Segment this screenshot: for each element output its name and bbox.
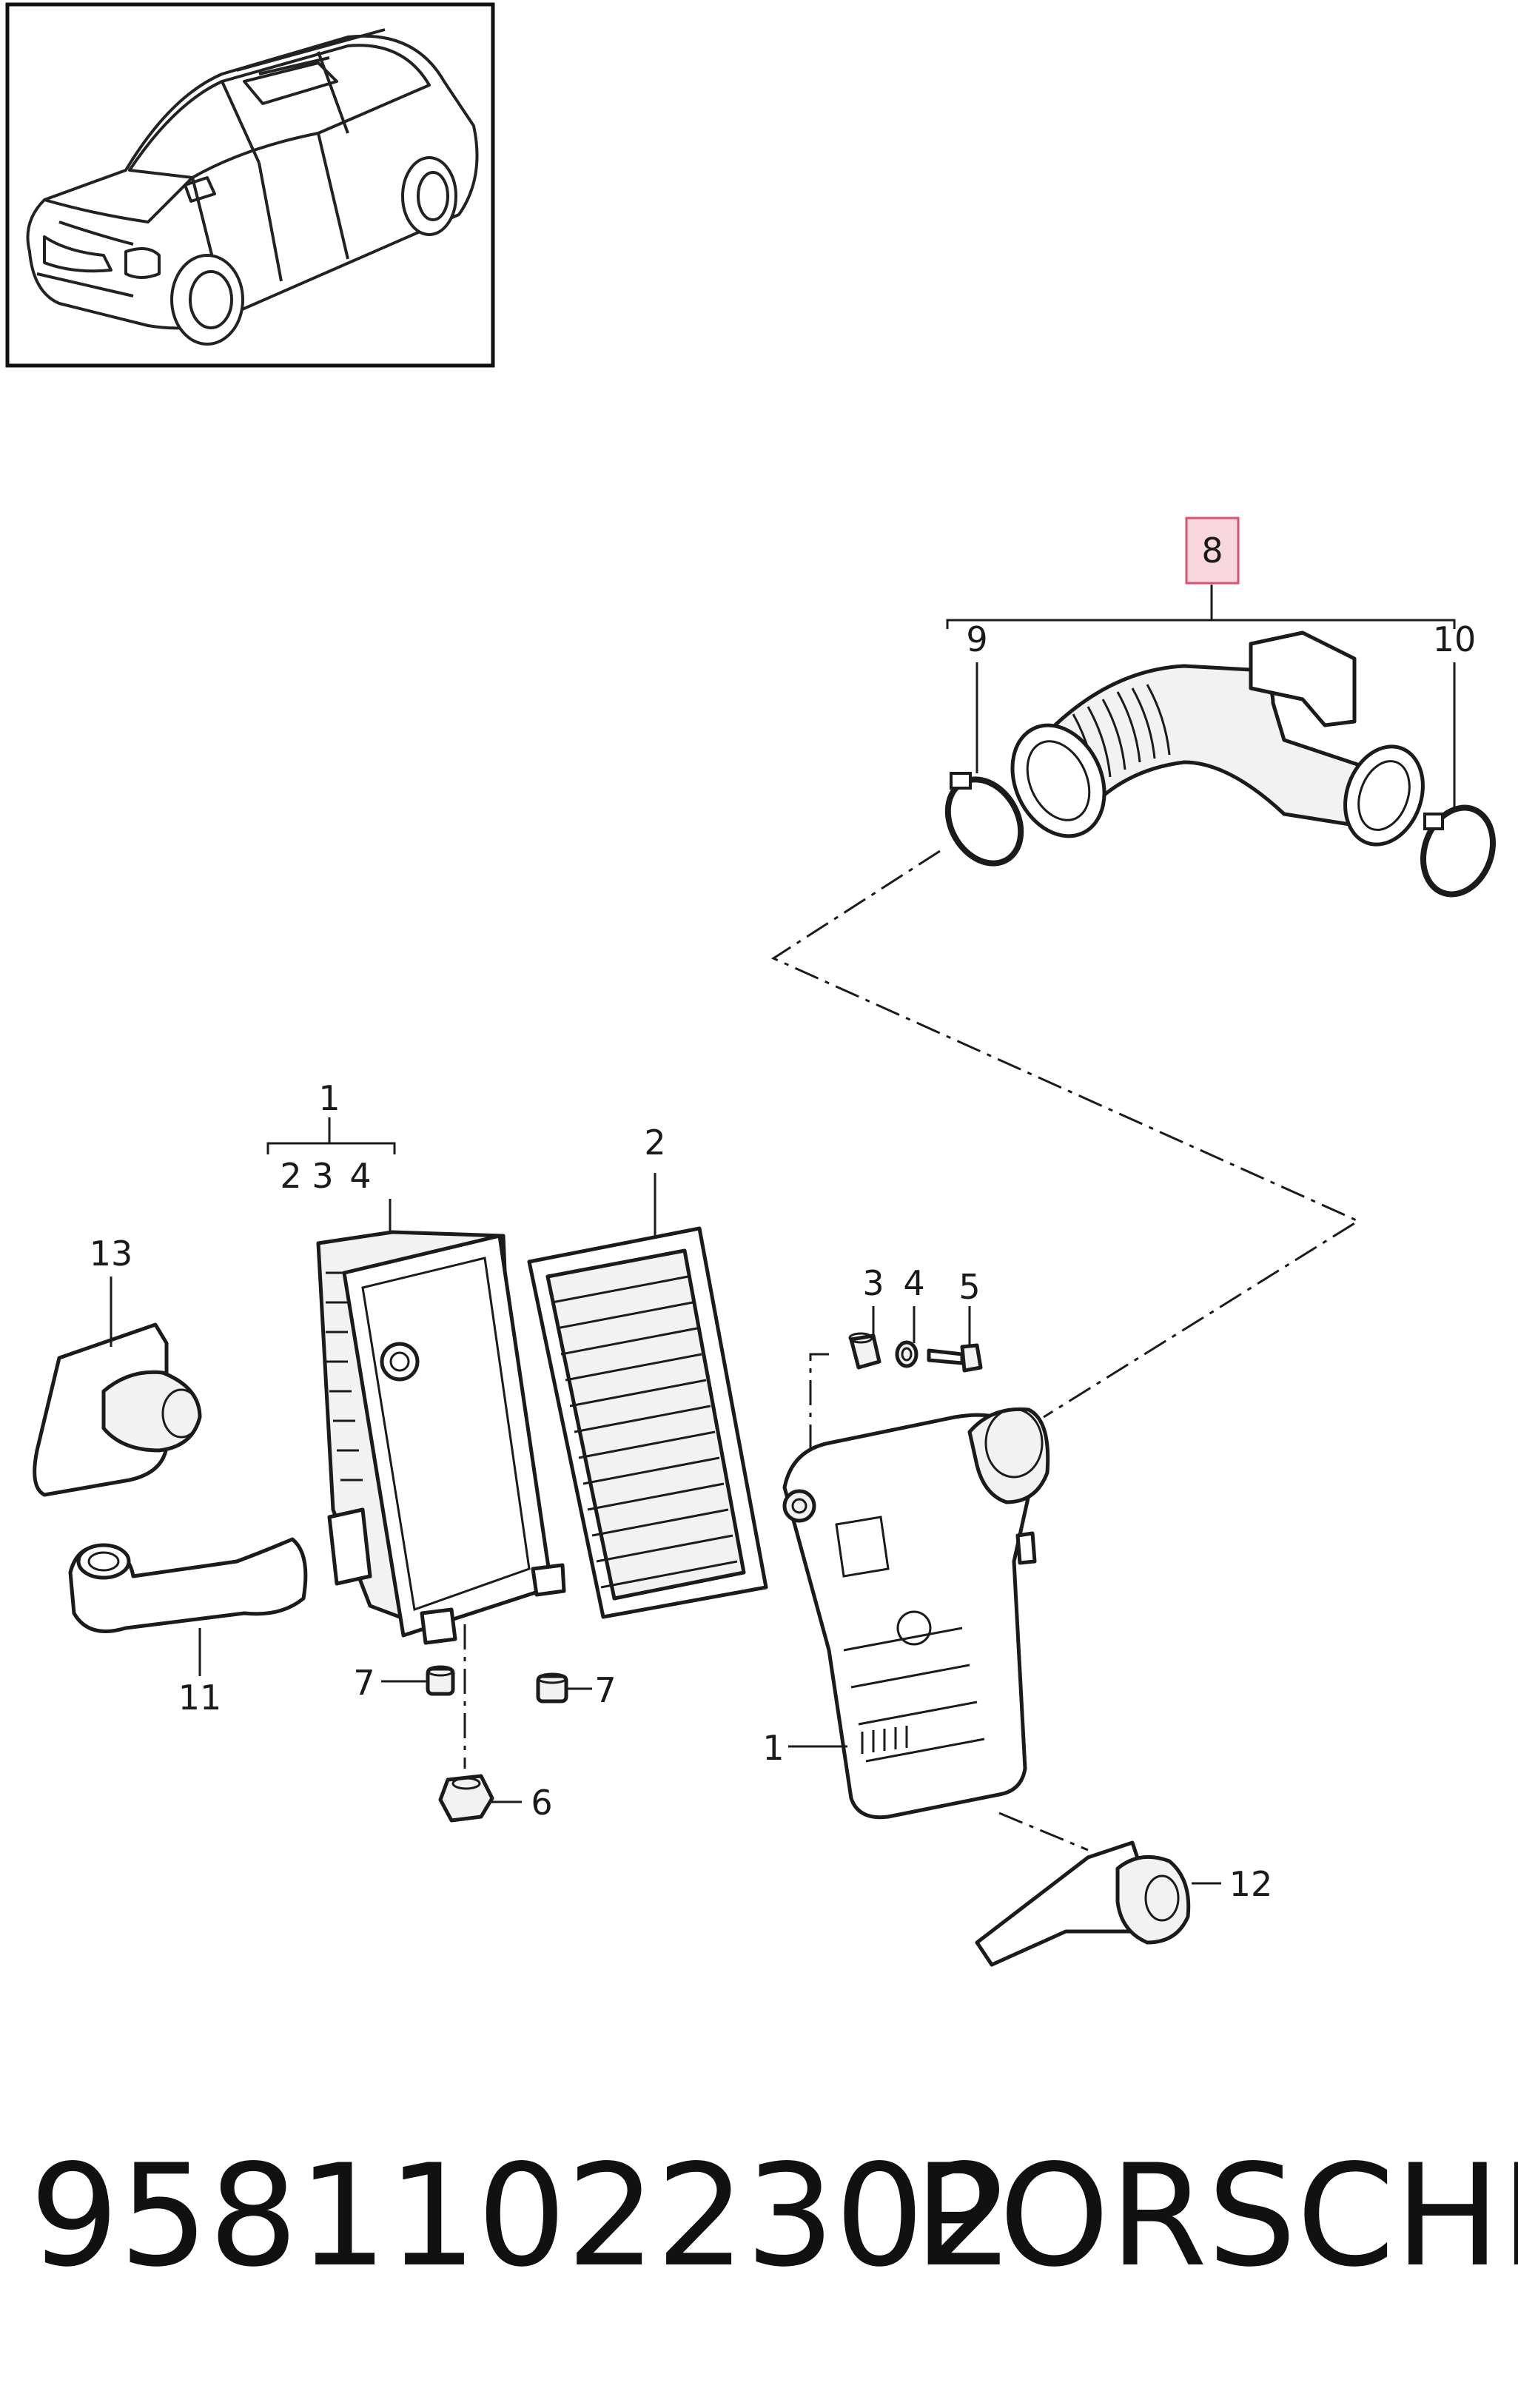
air-filter-housing-1 — [782, 1407, 1050, 1820]
callout-2: 2 — [644, 1123, 665, 1163]
callout-1-top: 1 — [318, 1078, 340, 1118]
callout-labels: 8 9 10 1 2 3 4 2 13 3 4 5 11 7 7 6 1 12 — [90, 517, 1477, 1904]
callout-9: 9 — [966, 619, 987, 659]
hose-clamp-10 — [1420, 804, 1497, 898]
callout-leaders — [110, 585, 1456, 1885]
vehicle-suv-outline-icon — [26, 28, 479, 346]
nut-6 — [438, 1774, 494, 1823]
callout-7-right: 7 — [594, 1670, 616, 1710]
bolt-5 — [927, 1343, 983, 1373]
vehicle-thumbnail — [5, 2, 495, 368]
washer-4 — [895, 1340, 918, 1368]
air-duct-13 — [33, 1322, 202, 1497]
part-number: 95811022302 — [30, 2134, 1014, 2298]
spacer-3 — [848, 1332, 881, 1370]
assembly-lines — [463, 850, 1361, 1852]
mounting-hardware-3-4-5 — [848, 1332, 983, 1373]
air-filter-element-2 — [527, 1226, 768, 1619]
intake-pipe-8 — [944, 630, 1497, 898]
air-hose-11 — [68, 1537, 308, 1633]
callout-3: 3 — [862, 1263, 884, 1303]
footer: 95811022302 PORSCHE — [30, 2134, 1518, 2298]
callout-4: 4 — [903, 1263, 924, 1303]
hose-clamp-9 — [944, 772, 1024, 867]
callout-8: 8 — [1201, 531, 1223, 571]
callout-6: 6 — [531, 1783, 552, 1823]
callout-1-housing: 1 — [762, 1728, 784, 1768]
brand-name: PORSCHE — [914, 2134, 1518, 2298]
callout-10: 10 — [1433, 619, 1477, 659]
air-duct-12 — [975, 1840, 1191, 1967]
callout-5: 5 — [958, 1267, 980, 1307]
callout-13: 13 — [90, 1234, 133, 1274]
callout-7-left: 7 — [353, 1663, 375, 1703]
grommet-7-right — [536, 1672, 568, 1704]
callout-1-sub-3: 3 — [312, 1156, 333, 1196]
callout-12: 12 — [1229, 1864, 1273, 1904]
air-filter-cover-1 — [316, 1230, 566, 1645]
callout-11: 11 — [178, 1678, 222, 1718]
grommet-7-left — [426, 1665, 455, 1696]
callout-1-sub-2: 2 — [280, 1156, 301, 1196]
callout-1-sub-4: 4 — [349, 1156, 371, 1196]
callout-8-highlight — [1185, 517, 1240, 585]
